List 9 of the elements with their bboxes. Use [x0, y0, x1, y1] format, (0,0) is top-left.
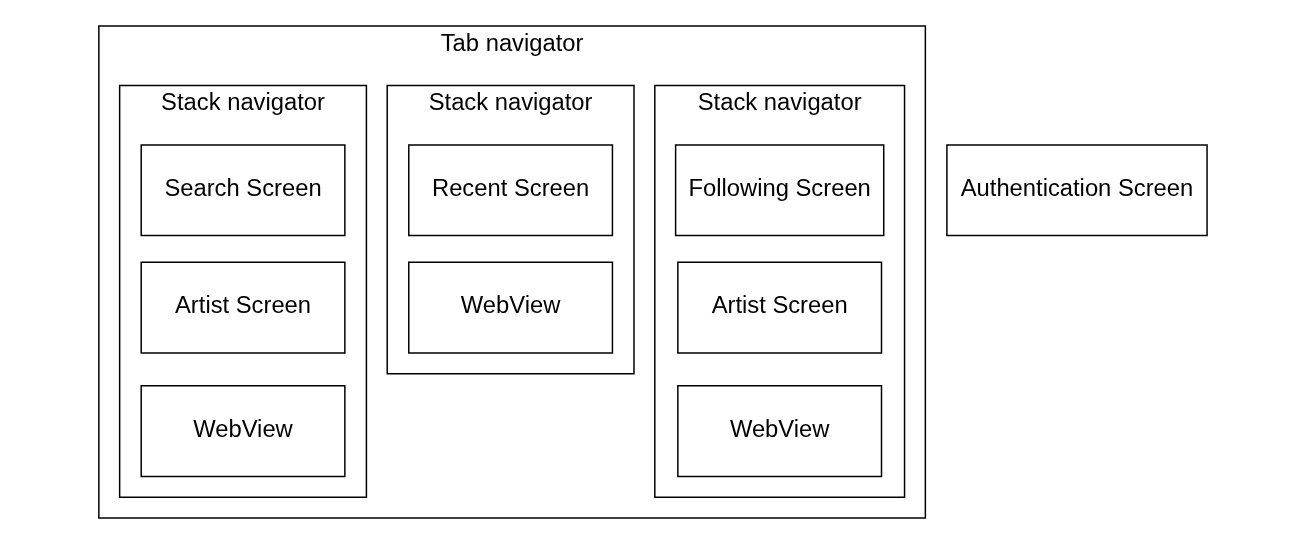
node-box: Search Screen	[139, 144, 346, 237]
node-box: Authentication Screen	[945, 144, 1208, 237]
node-box: WebView	[676, 384, 882, 478]
node-box: WebView	[139, 384, 346, 478]
node-box: Following Screen	[674, 144, 884, 237]
node-box: Artist Screen	[139, 261, 346, 354]
node-box: WebView	[407, 261, 613, 354]
node-box: Artist Screen	[676, 261, 882, 354]
node-box: Recent Screen	[407, 144, 613, 237]
